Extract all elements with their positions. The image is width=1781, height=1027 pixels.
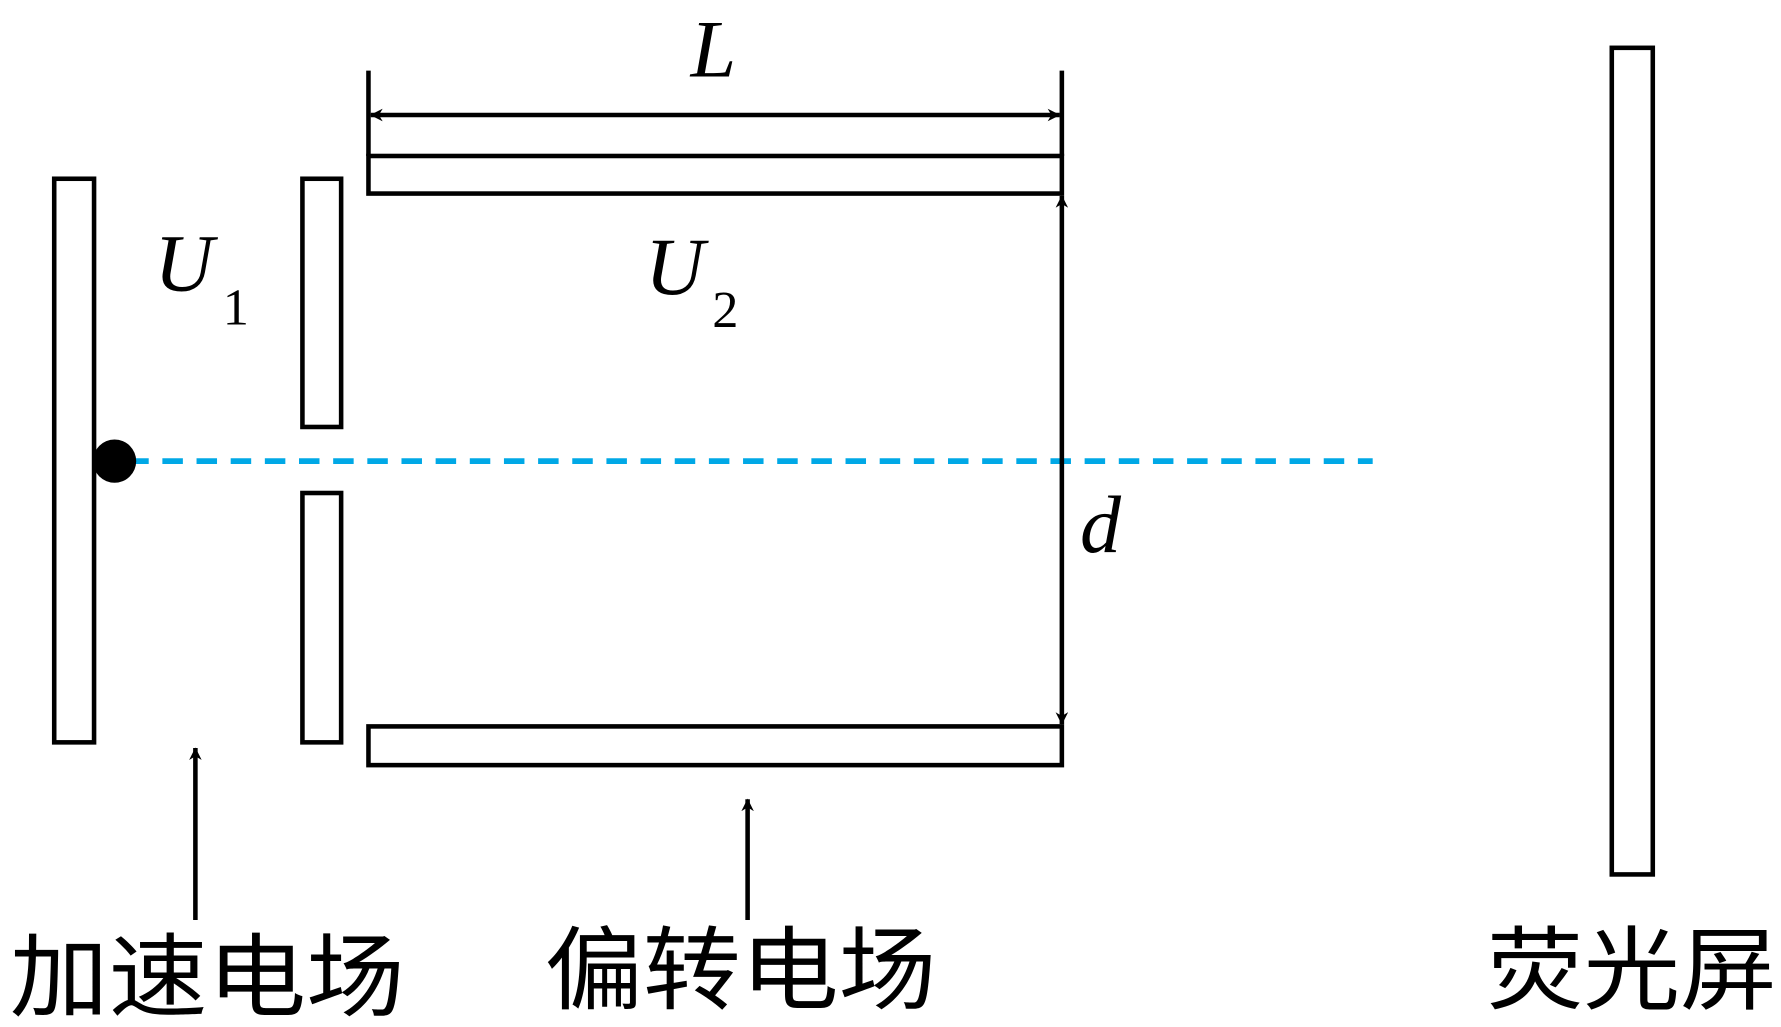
- deflection-plate-bottom: [366, 724, 1065, 768]
- u1-label: U: [154, 217, 218, 308]
- u2-label: U: [645, 221, 709, 312]
- length-label: L: [690, 3, 737, 94]
- electron-dot: [92, 439, 137, 483]
- accelerating-plate-right-lower: [300, 490, 344, 745]
- accelerating-plate-right-upper: [300, 176, 344, 430]
- accelerating-plate-left: [51, 176, 97, 745]
- deflection-plate-top: [366, 153, 1065, 196]
- gap-label: d: [1080, 479, 1122, 570]
- u1-subscript: 1: [223, 278, 249, 336]
- accelerating-field-label: 加速电场: [10, 925, 405, 1027]
- screen-label: 荧光屏: [1487, 918, 1777, 1024]
- u2-subscript: 2: [712, 281, 738, 339]
- deflecting-field-label: 偏转电场: [545, 918, 937, 1024]
- fluorescent-screen: [1609, 45, 1656, 877]
